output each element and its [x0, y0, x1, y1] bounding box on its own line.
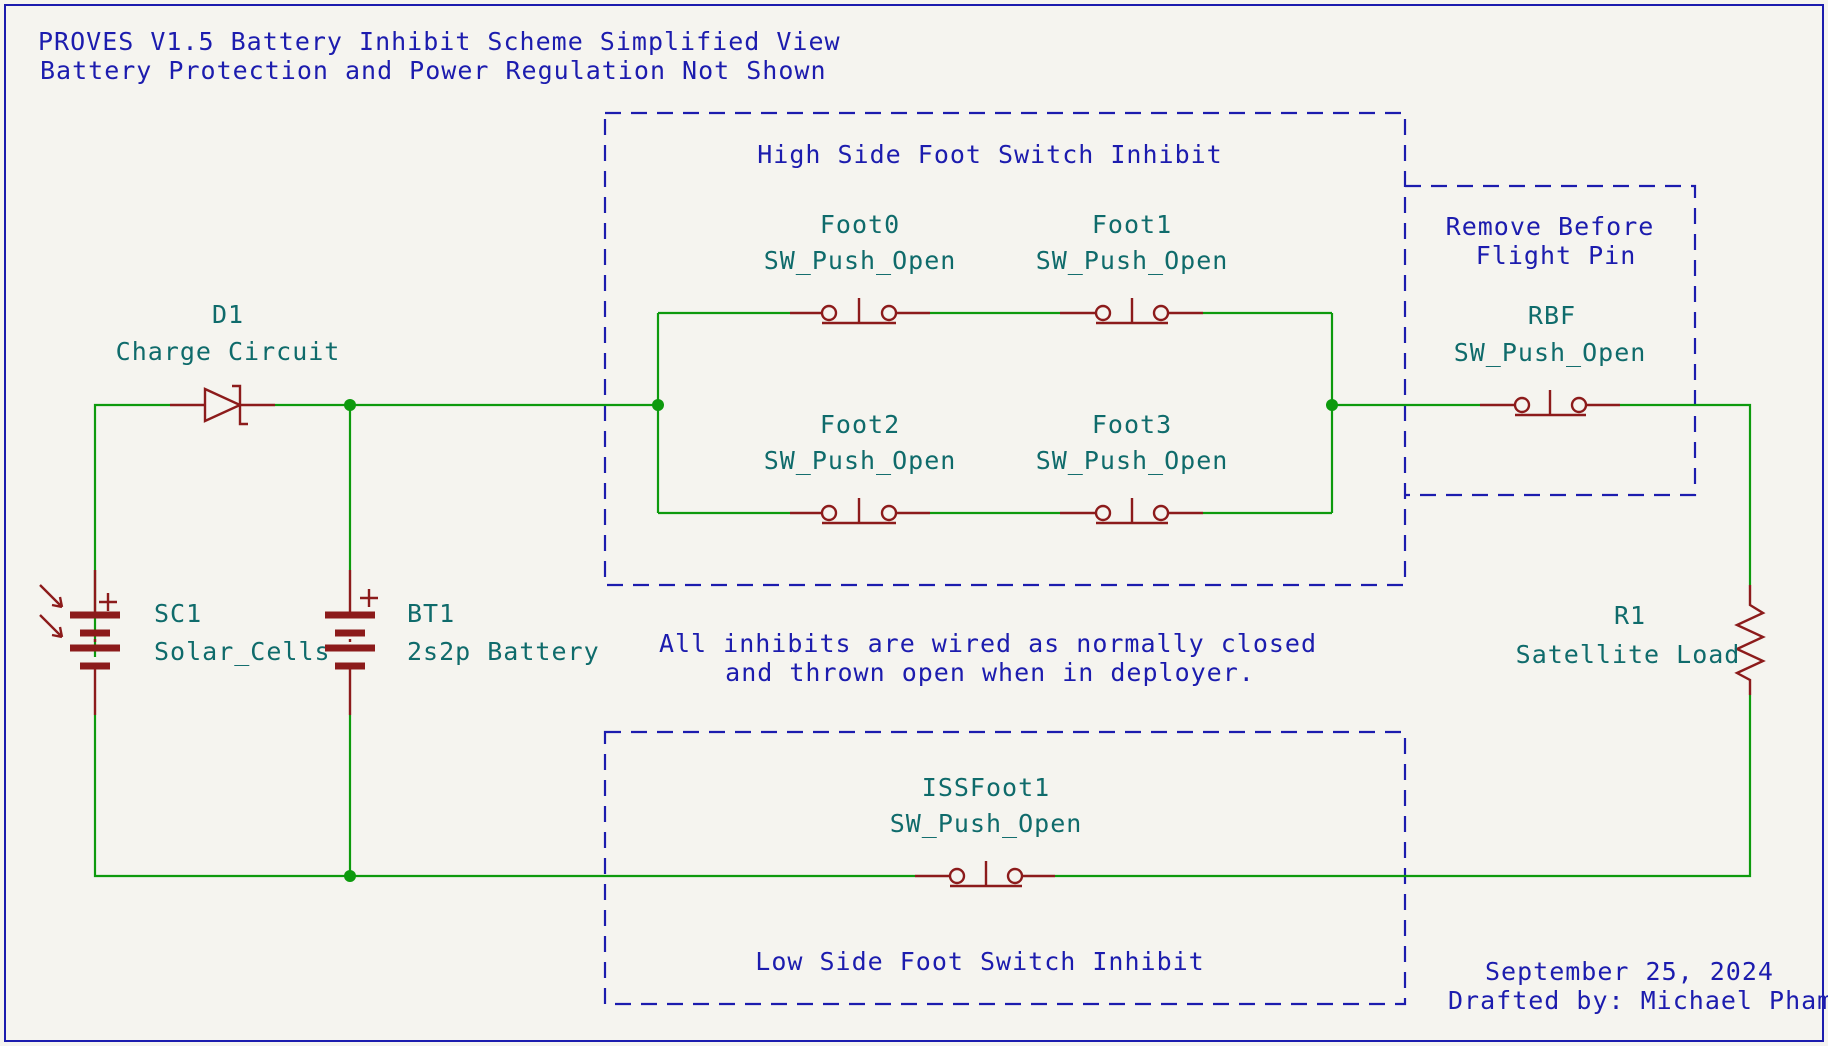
bt1-value-label: 2s2p Battery [407, 637, 600, 666]
foot3-value-label: SW_Push_Open [1036, 446, 1229, 475]
inhibit-note-line1: All inhibits are wired as normally close… [659, 629, 1317, 658]
resistor-r1-symbol [1734, 585, 1766, 695]
foot0-value-label: SW_Push_Open [764, 246, 957, 275]
high-side-group-label: High Side Foot Switch Inhibit [757, 140, 1223, 169]
foot1-value-label: SW_Push_Open [1036, 246, 1229, 275]
foot1-ref-label: Foot1 [1092, 210, 1172, 239]
low-side-group-label: Low Side Foot Switch Inhibit [755, 947, 1204, 976]
sheet-subtitle: Battery Protection and Power Regulation … [40, 56, 827, 85]
issfoot1-ref-label: ISSFoot1 [922, 773, 1050, 802]
d1-value-label: Charge Circuit [116, 337, 341, 366]
sc1-ref-label: SC1 [154, 599, 202, 628]
rbf-value-label: SW_Push_Open [1454, 338, 1647, 367]
sc1-value-label: Solar_Cells [154, 637, 331, 666]
wire-bottom-left [93, 715, 915, 878]
r1-ref-label: R1 [1614, 601, 1646, 630]
switch-issfoot1-symbol [915, 861, 1055, 888]
rbf-group-label-line1: Remove Before [1446, 212, 1655, 241]
d1-ref-label: D1 [212, 300, 244, 329]
switch-rbf-symbol [1480, 390, 1620, 417]
junction-dot [652, 399, 664, 411]
switch-foot2-symbol [790, 498, 930, 525]
bt1-ref-label: BT1 [407, 599, 455, 628]
high-side-group-box [603, 111, 1407, 587]
issfoot1-value-label: SW_Push_Open [890, 809, 1083, 838]
wires [93, 311, 1752, 878]
foot3-ref-label: Foot3 [1092, 410, 1172, 439]
diode-d1-symbol [170, 384, 275, 426]
switch-foot1-symbol [1060, 298, 1203, 325]
junction-dot [344, 399, 356, 411]
foot2-ref-label: Foot2 [820, 410, 900, 439]
sheet-border [4, 4, 1824, 1042]
junction-dot [344, 870, 356, 882]
r1-value-label: Satellite Load [1516, 640, 1741, 669]
switch-foot3-symbol [1060, 498, 1203, 525]
switch-foot0-symbol [790, 298, 930, 325]
rbf-group-box [1405, 184, 1697, 497]
battery-bt1-symbol [325, 570, 378, 715]
solar-cell-sc1-symbol [39, 570, 120, 715]
rbf-group-label-line2: Flight Pin [1476, 241, 1637, 270]
drafted-by: Drafted by: Michael Pham [1448, 986, 1828, 1015]
sheet-title: PROVES V1.5 Battery Inhibit Scheme Simpl… [38, 27, 841, 56]
junction-dot [1326, 399, 1338, 411]
foot2-value-label: SW_Push_Open [764, 446, 957, 475]
inhibit-note-line2: and thrown open when in deployer. [725, 658, 1255, 687]
foot0-ref-label: Foot0 [820, 210, 900, 239]
drafted-date: September 25, 2024 [1485, 957, 1774, 986]
wire-load-bottom [1055, 695, 1752, 878]
wire-to-rbf [1332, 403, 1752, 585]
rbf-ref-label: RBF [1528, 301, 1576, 330]
low-side-group-box [603, 730, 1407, 1006]
